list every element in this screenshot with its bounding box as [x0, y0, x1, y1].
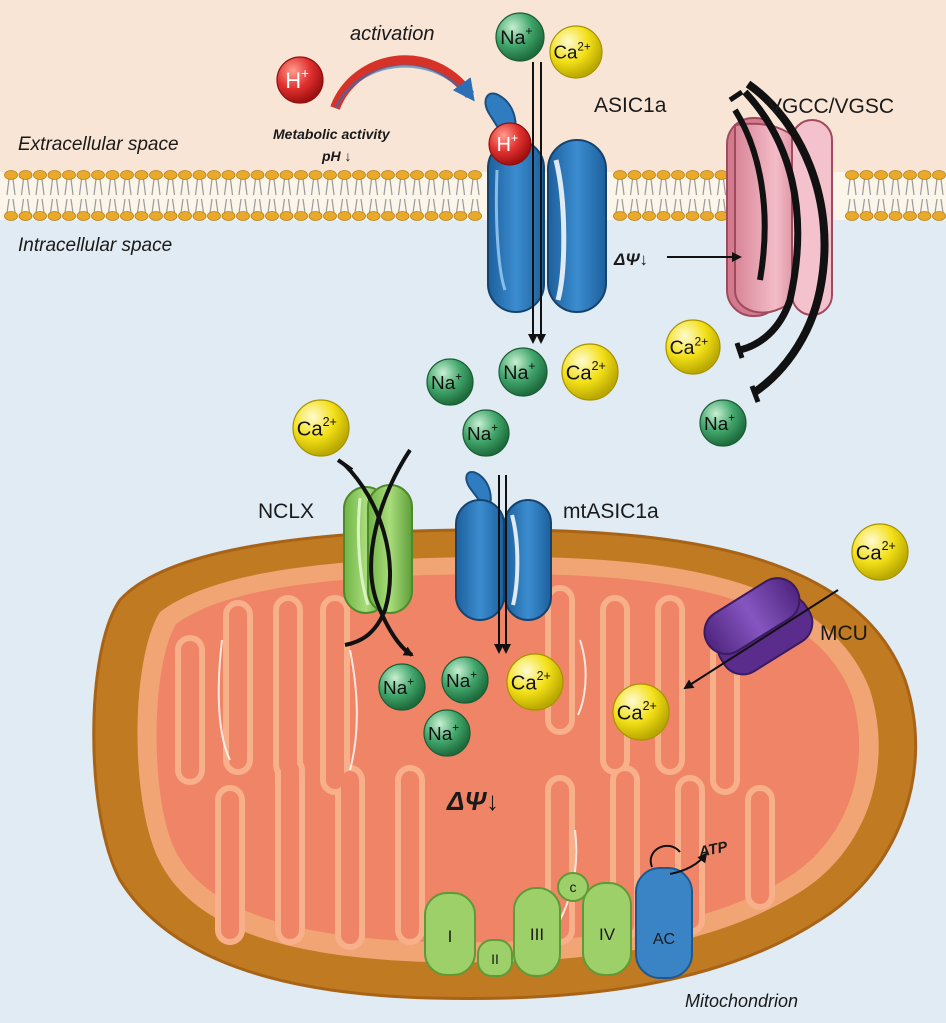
electron-transport-chain: I II III c IV AC ATP [424, 838, 730, 979]
asic1a-channel: ASIC1a [484, 92, 667, 313]
intracellular-label: Intracellular space [18, 235, 172, 256]
vgcc-vgsc-label: VGCC/VGSC [768, 95, 894, 118]
na-ion-extracellular: Na+ [495, 12, 545, 62]
ca-ion-nclx: Ca2+ [292, 399, 350, 457]
mitochondrion-label: Mitochondrion [685, 991, 798, 1011]
na-ion-cytosol-1-label: Na+ [431, 370, 462, 394]
complex-IV: IV [582, 882, 632, 976]
metabolic-activity-label: Metabolic activity [273, 126, 391, 142]
complex-IV-label: IV [599, 925, 616, 944]
mitochondrial-cristae [175, 585, 775, 950]
ca-ion-mcu: Ca2+ [851, 523, 909, 581]
complex-III-label: III [530, 925, 544, 944]
na-ion-matrix-1-label: Na+ [383, 675, 414, 699]
atp-synthase-label: AC [653, 931, 675, 948]
na-ion-vgcc-label: Na+ [704, 411, 735, 435]
nclx-label: NCLX [258, 500, 314, 523]
ca-ion-matrix-1: Ca2+ [506, 653, 564, 711]
cytochrome-c: c [557, 872, 589, 902]
atp-label: ATP [696, 838, 730, 861]
na-ion-cytosol-3: Na+ [462, 409, 510, 457]
ca-ion-matrix-2: Ca2+ [612, 683, 670, 741]
complex-II: II [477, 939, 513, 977]
atp-synthase: AC [635, 867, 693, 979]
ions: H+H+Na+Ca2+Na+Na+Ca2+Na+Ca2+Ca2+Na+Ca2+N… [276, 12, 909, 757]
h-ion-extracellular: H+ [276, 56, 324, 104]
vgcc-vgsc-channel: VGCC/VGSC [726, 80, 894, 403]
ca-ion-vgcc: Ca2+ [665, 319, 721, 375]
nclx-exchanger: NCLX [258, 448, 414, 657]
complex-I: I [424, 892, 476, 976]
mtasic1a-label: mtASIC1a [563, 500, 659, 523]
na-ion-cytosol-1: Na+ [426, 358, 474, 406]
na-ion-matrix-1: Na+ [378, 663, 426, 711]
na-ion-cytosol-2: Na+ [498, 347, 548, 397]
activation-arrow [330, 55, 475, 110]
mtasic1a-channel: mtASIC1a [455, 470, 659, 654]
mcu-channel: MCU [683, 577, 868, 690]
h-ion-bound-asic1a: H+ [488, 122, 532, 166]
na-ion-cytosol-3-label: Na+ [467, 421, 498, 445]
mcu-label: MCU [820, 622, 868, 645]
atp-arrow-in [649, 845, 681, 868]
asic1a-ion-flow-arrows [528, 62, 546, 344]
dpsi-mitochondrion-label: ΔΨ↓ [446, 786, 499, 816]
cytochrome-c-label: c [570, 879, 577, 895]
activation-label: activation [350, 23, 435, 45]
na-ion-matrix-3: Na+ [423, 709, 471, 757]
complex-I-label: I [448, 927, 453, 946]
na-ion-matrix-2-label: Na+ [446, 668, 477, 692]
ca-ion-cytosol-1: Ca2+ [561, 343, 619, 401]
na-ion-vgcc: Na+ [699, 399, 747, 447]
dpsi-membrane-label: ΔΨ↓ [613, 250, 648, 269]
complex-III: III [513, 887, 561, 977]
extracellular-label: Extracellular space [18, 134, 179, 155]
complex-II-label: II [491, 951, 499, 967]
ca-ion-extracellular: Ca2+ [549, 25, 603, 79]
na-ion-matrix-2: Na+ [441, 656, 489, 704]
ph-label: pH ↓ [321, 148, 352, 164]
atp-arrow-out [669, 852, 708, 875]
na-ion-matrix-3-label: Na+ [428, 721, 459, 745]
asic1a-label: ASIC1a [594, 94, 667, 117]
